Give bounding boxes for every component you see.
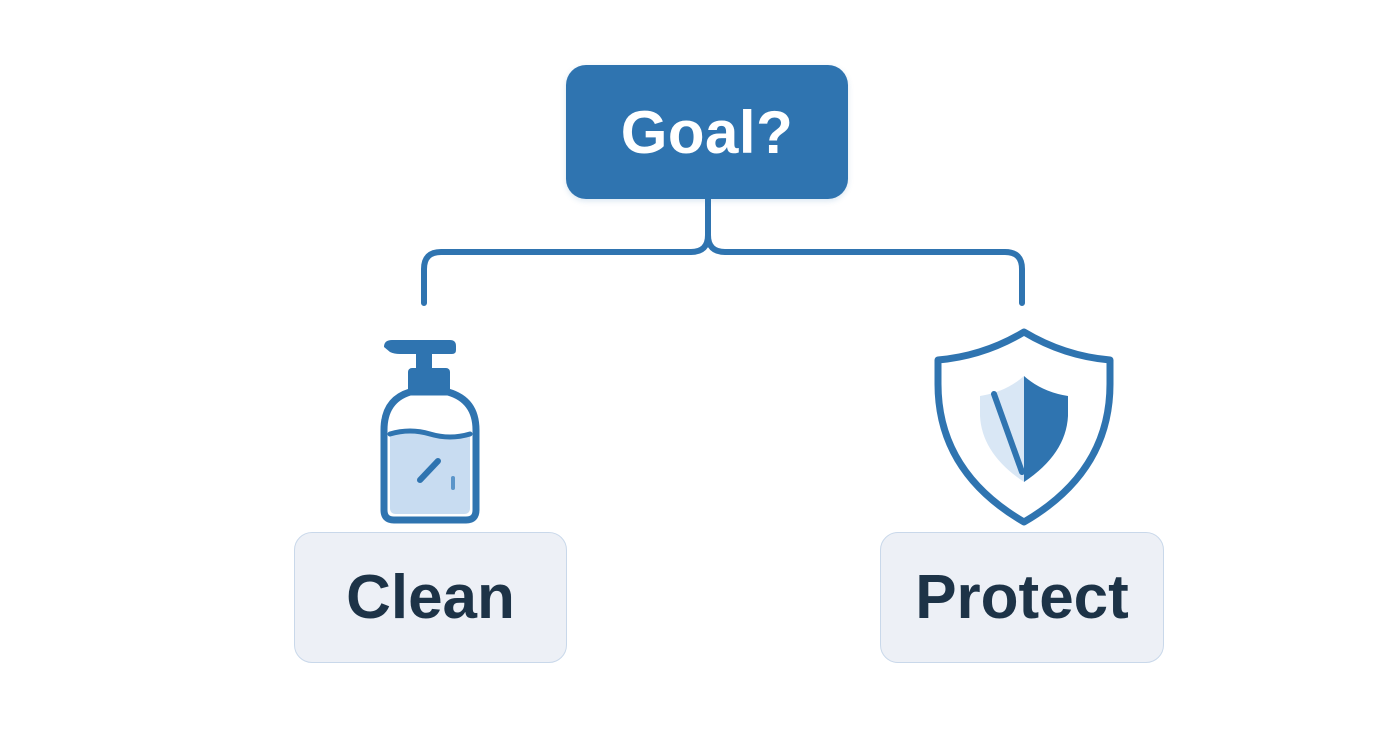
option-protect: Protect bbox=[880, 532, 1164, 663]
connector-right-branch bbox=[705, 232, 1025, 306]
option-clean-label: Clean bbox=[346, 563, 515, 632]
soap-bottle-icon bbox=[380, 340, 480, 524]
shield-icon bbox=[934, 328, 1114, 526]
option-clean: Clean bbox=[294, 532, 567, 663]
root-label: Goal? bbox=[620, 98, 794, 166]
connector-left-branch bbox=[421, 196, 711, 306]
root-node: Goal? bbox=[566, 65, 848, 199]
option-protect-label: Protect bbox=[915, 563, 1129, 632]
